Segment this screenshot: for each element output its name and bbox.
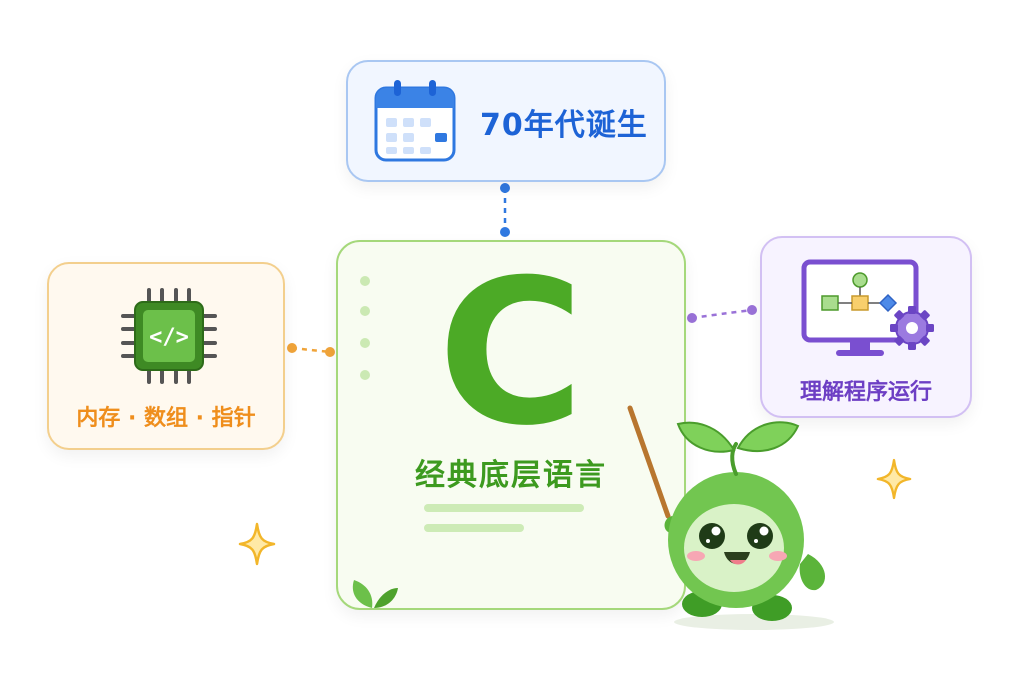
monitor-flowchart-icon (801, 259, 934, 356)
node-left-memory: </> 内存 · 数组 · 指针 (47, 262, 285, 450)
sparkle-icon (238, 522, 276, 566)
decor-line (424, 504, 584, 512)
decor-line (424, 524, 524, 532)
svg-text:</>: </> (149, 325, 189, 350)
node-top-birth-1970s: 70年代诞生 (346, 60, 666, 182)
decor-dot (360, 370, 370, 380)
center-subtitle: 经典底层语言 (415, 458, 607, 493)
c-letter: C (437, 237, 585, 470)
decor-dot (360, 306, 370, 316)
sprout-mascot-icon (627, 405, 834, 630)
calendar-icon (374, 80, 456, 162)
node-left-label: 内存 · 数组 · 指针 (76, 406, 256, 431)
node-center-c-language: C 经典底层语言 (336, 240, 686, 610)
cpu-chip-icon: </> (121, 288, 217, 384)
decor-dot (360, 338, 370, 348)
decor-dot (360, 276, 370, 286)
node-right-label: 理解程序运行 (799, 380, 932, 405)
node-right-program: 理解程序运行 (760, 236, 972, 418)
sparkle-icon (876, 458, 912, 500)
node-top-label: 70年代诞生 (480, 108, 648, 143)
leaf-icon (352, 580, 398, 608)
